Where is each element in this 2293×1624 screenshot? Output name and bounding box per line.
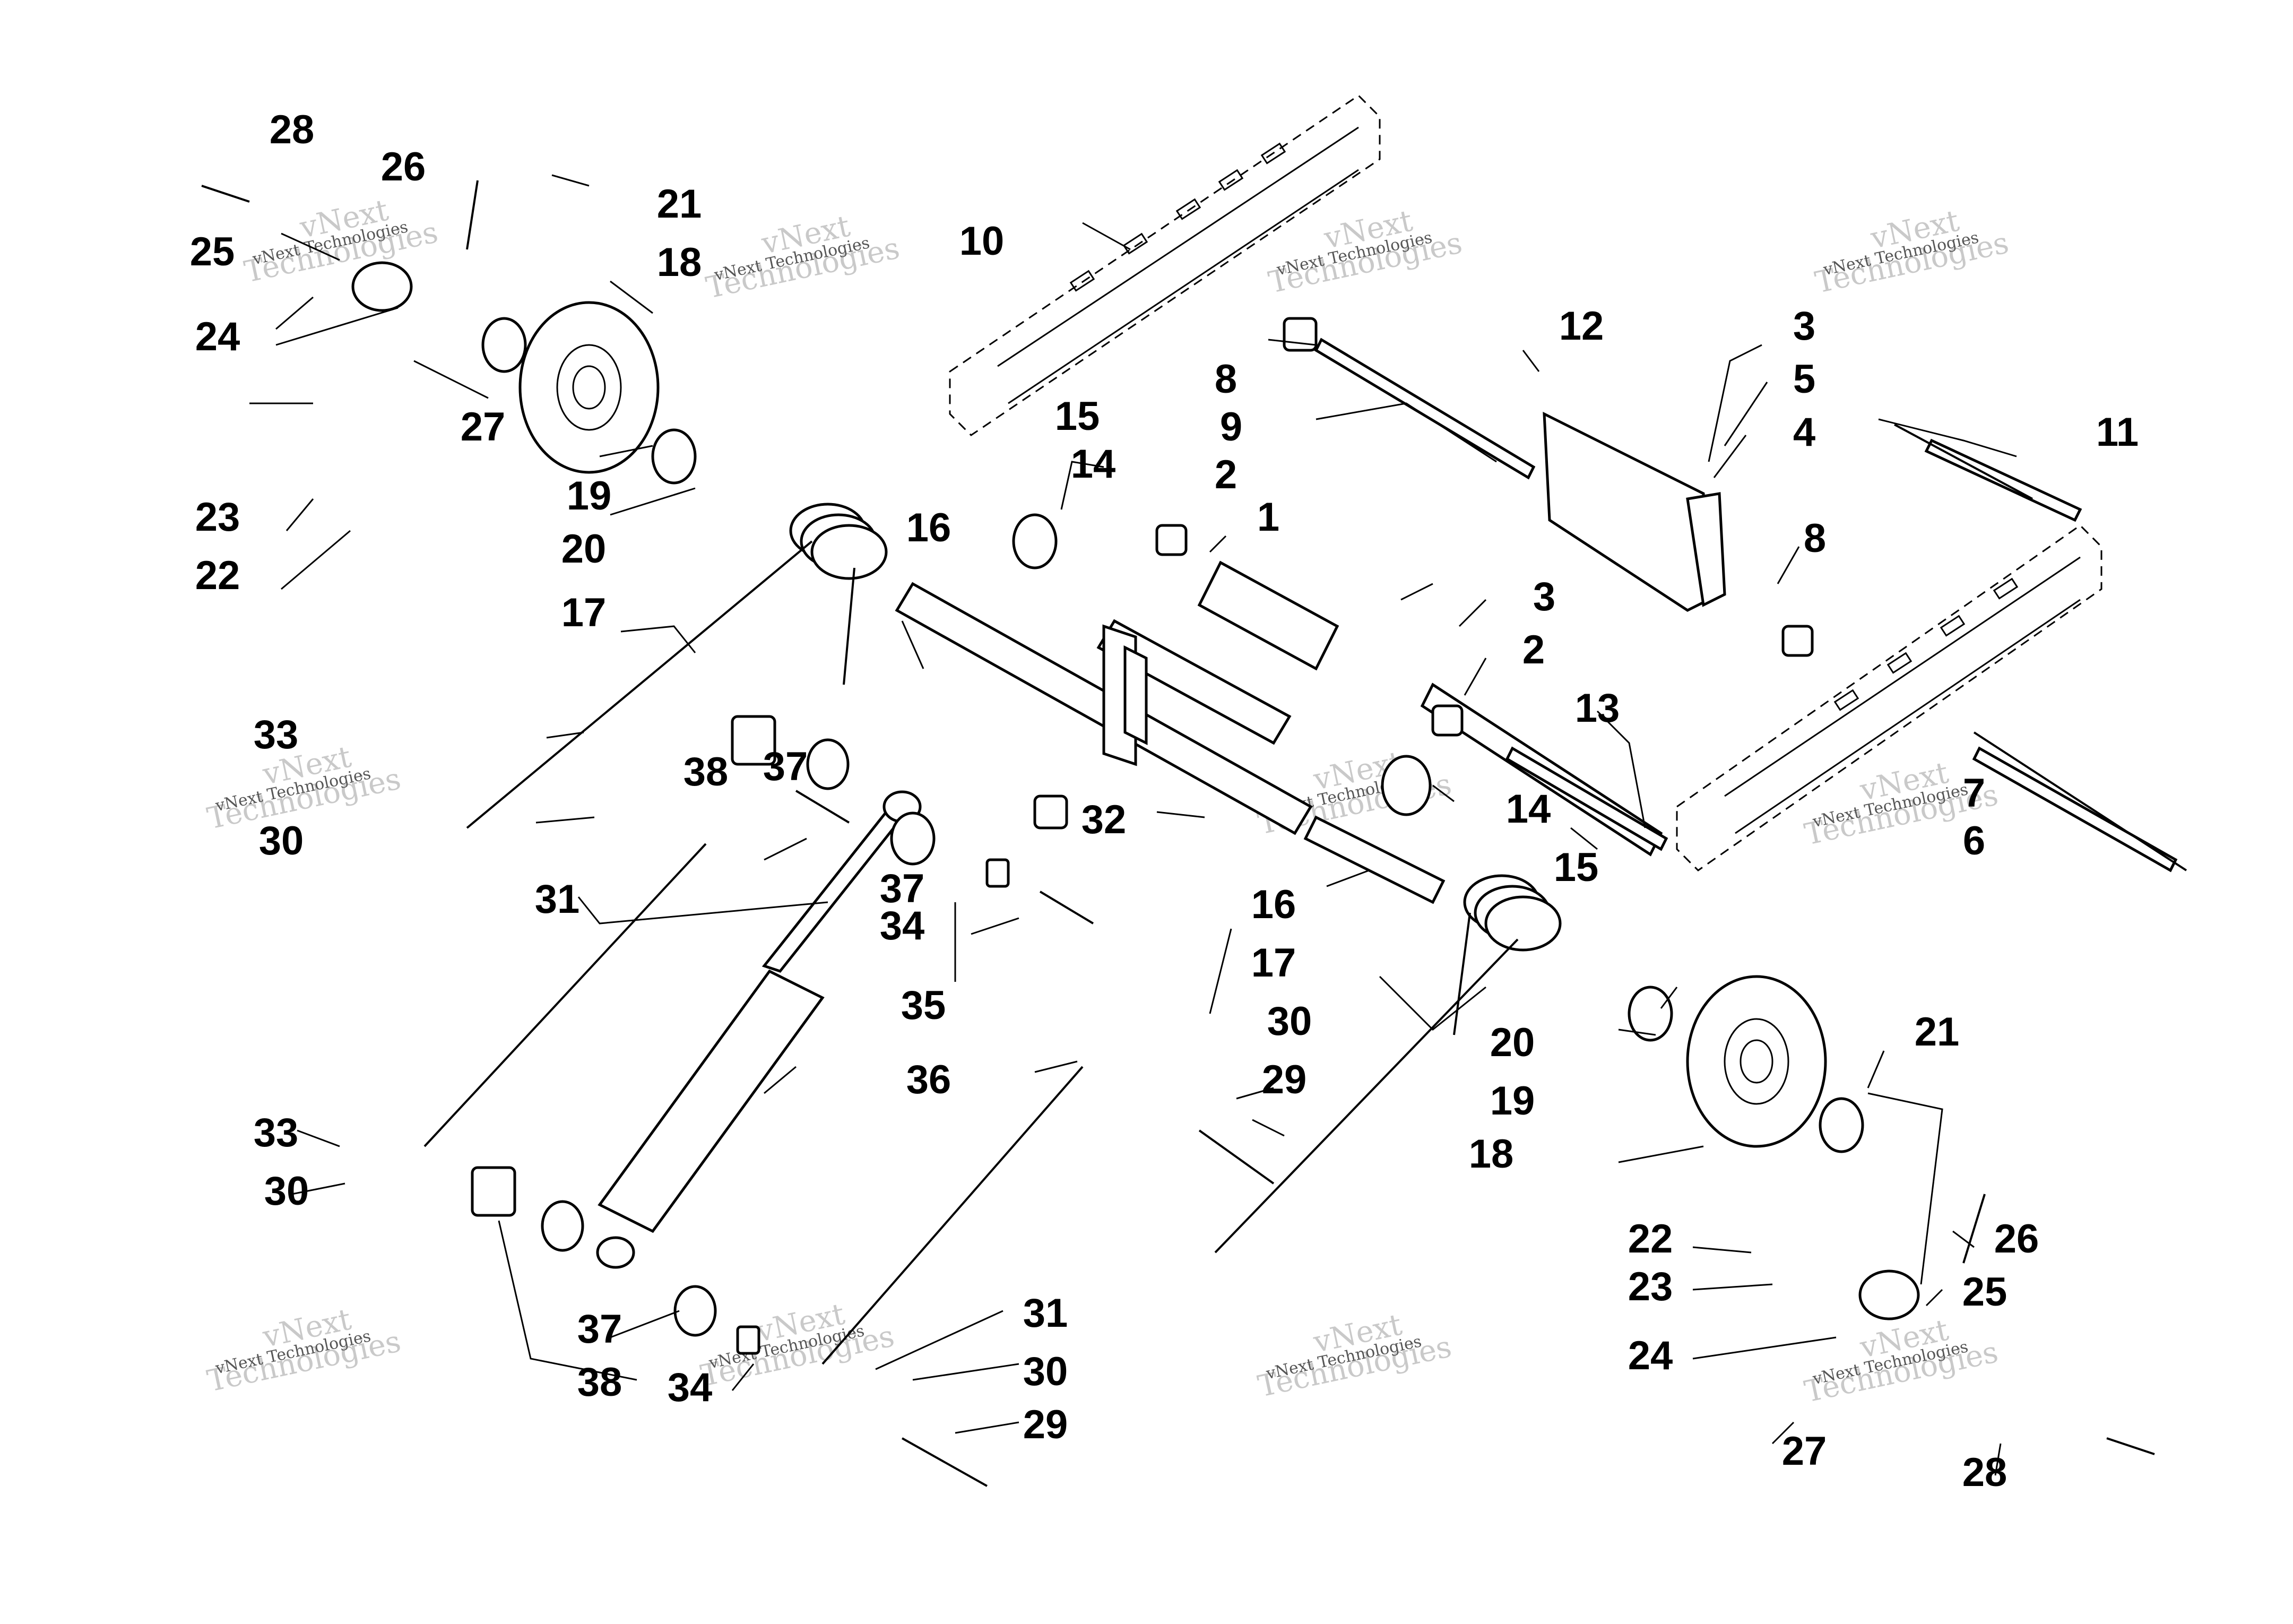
callout-label-21: 21 (657, 182, 702, 227)
callout-label-3: 3 (1533, 574, 1555, 619)
callout-label-2: 2 (1215, 452, 1237, 497)
callout-label-9: 9 (1220, 404, 1242, 450)
leader-lines (249, 174, 2017, 1476)
callout-label-24: 24 (1628, 1333, 1673, 1378)
callout-label-30: 30 (264, 1169, 309, 1214)
callout-label-8: 8 (1215, 357, 1237, 402)
callout-label-36: 36 (906, 1057, 951, 1102)
callout-label-29: 29 (1023, 1402, 1068, 1447)
callout-label-19: 19 (567, 473, 612, 519)
callout-label-17: 17 (561, 590, 607, 635)
callout-label-33: 33 (254, 712, 299, 757)
callout-label-30: 30 (1023, 1349, 1068, 1394)
callout-label-5: 5 (1793, 357, 1815, 402)
callout-label-12: 12 (1559, 304, 1604, 349)
idler-wheel-right (1686, 975, 1827, 1148)
callout-label-37: 37 (577, 1307, 622, 1352)
callout-labels: 1223345678891011121314141515161617171818… (190, 107, 2139, 1495)
rail-frame-upper (949, 94, 1381, 436)
callout-label-21: 21 (1915, 1009, 1960, 1055)
callout-label-28: 28 (270, 107, 315, 152)
callout-label-37: 37 (763, 744, 808, 789)
callout-label-19: 19 (1490, 1078, 1535, 1124)
callout-label-23: 23 (195, 495, 240, 540)
callout-label-25: 25 (1962, 1269, 2008, 1315)
callout-label-35: 35 (901, 983, 946, 1028)
callout-label-31: 31 (1023, 1291, 1068, 1336)
callout-label-22: 22 (1628, 1216, 1673, 1262)
callout-label-3: 3 (1793, 304, 1815, 349)
bracket-part (1543, 411, 1726, 612)
callout-label-22: 22 (195, 553, 240, 598)
callout-label-38: 38 (577, 1360, 622, 1405)
callout-label-7: 7 (1963, 771, 1985, 816)
callout-label-13: 13 (1575, 686, 1620, 731)
callout-label-2: 2 (1522, 627, 1545, 672)
callout-label-6: 6 (1963, 818, 1985, 863)
callout-label-25: 25 (190, 229, 235, 274)
torsion-spring-right (1214, 874, 1562, 1254)
callout-label-18: 18 (1469, 1131, 1514, 1177)
callout-label-37: 37 (880, 866, 925, 911)
callout-label-23: 23 (1628, 1264, 1673, 1309)
shock-absorber (596, 790, 922, 1269)
callout-label-11: 11 (2096, 410, 2139, 455)
long-shafts (1314, 338, 2178, 873)
callout-label-32: 32 (1081, 797, 1127, 842)
torsion-spring-left (466, 503, 888, 829)
callout-label-8: 8 (1804, 516, 1826, 561)
idler-wheel-left (518, 301, 660, 474)
callout-label-20: 20 (1490, 1020, 1535, 1065)
callout-label-24: 24 (195, 314, 240, 359)
callout-label-15: 15 (1554, 845, 1599, 890)
callout-label-26: 26 (1994, 1216, 2039, 1262)
callout-label-1: 1 (1257, 495, 1279, 540)
callout-label-16: 16 (906, 505, 951, 550)
callout-label-20: 20 (561, 526, 607, 572)
callout-label-14: 14 (1506, 787, 1551, 832)
callout-label-30: 30 (1267, 999, 1312, 1044)
callout-label-26: 26 (381, 144, 426, 189)
small-hardware (201, 180, 2187, 1487)
callout-label-17: 17 (1251, 940, 1296, 986)
callout-label-18: 18 (657, 240, 702, 285)
callout-label-28: 28 (1962, 1450, 2008, 1495)
callout-label-16: 16 (1251, 882, 1296, 927)
callout-label-14: 14 (1071, 442, 1116, 487)
callout-label-34: 34 (668, 1365, 713, 1410)
callout-label-33: 33 (254, 1110, 299, 1155)
callout-label-27: 27 (461, 404, 506, 450)
callout-label-15: 15 (1055, 394, 1100, 439)
callout-label-29: 29 (1262, 1057, 1307, 1102)
callout-label-34: 34 (880, 903, 925, 948)
callout-label-38: 38 (683, 749, 729, 794)
control-arms (423, 790, 1084, 1365)
callout-label-30: 30 (259, 818, 304, 863)
rail-frame-lower (1676, 524, 2102, 871)
callout-label-31: 31 (535, 877, 580, 922)
callout-label-4: 4 (1793, 410, 1815, 455)
callout-label-10: 10 (959, 219, 1005, 264)
callout-label-27: 27 (1782, 1429, 1827, 1474)
